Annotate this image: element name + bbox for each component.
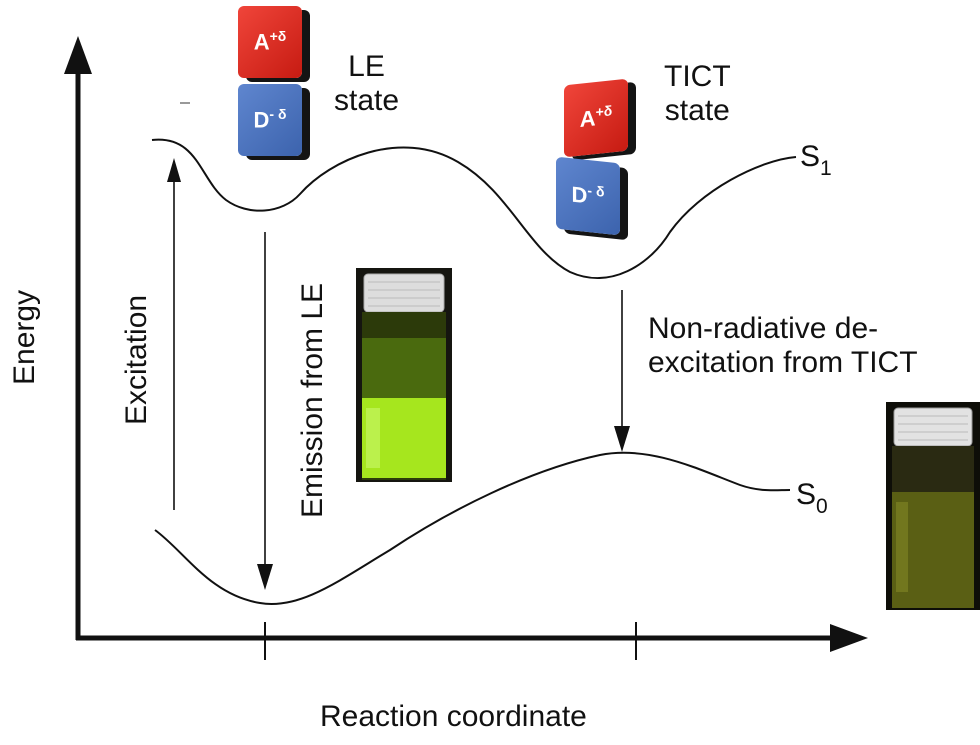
s1-curve xyxy=(151,138,797,279)
x-axis-arrowhead xyxy=(830,624,868,652)
le-acceptor-block: A+δ xyxy=(238,6,302,78)
tict-donor-block: D- δ xyxy=(556,156,620,236)
y-axis-arrowhead xyxy=(64,36,92,74)
s1-label: S1 xyxy=(800,140,832,180)
emission-label: Emission from LE xyxy=(296,282,329,518)
excitation-label: Excitation xyxy=(120,294,153,425)
x-axis-label: Reaction coordinate xyxy=(320,700,587,733)
nonradiative-arrowhead xyxy=(614,426,630,452)
tict-acceptor-block: A+δ xyxy=(564,78,628,158)
emission-arrowhead xyxy=(257,564,273,590)
s0-curve xyxy=(154,451,791,605)
glowing-vial-icon xyxy=(356,268,452,482)
dim-vial-icon xyxy=(886,402,980,610)
excitation-arrowhead xyxy=(167,158,181,182)
le-donor-block: D- δ xyxy=(238,84,302,156)
tict-state-label: TICT state xyxy=(664,60,731,127)
le-state-label: LE state xyxy=(334,50,400,117)
nonradiative-label: Non-radiative de- excitation from TICT xyxy=(648,312,918,379)
y-axis-label: Energy xyxy=(8,289,41,385)
s0-label: S0 xyxy=(796,478,828,518)
